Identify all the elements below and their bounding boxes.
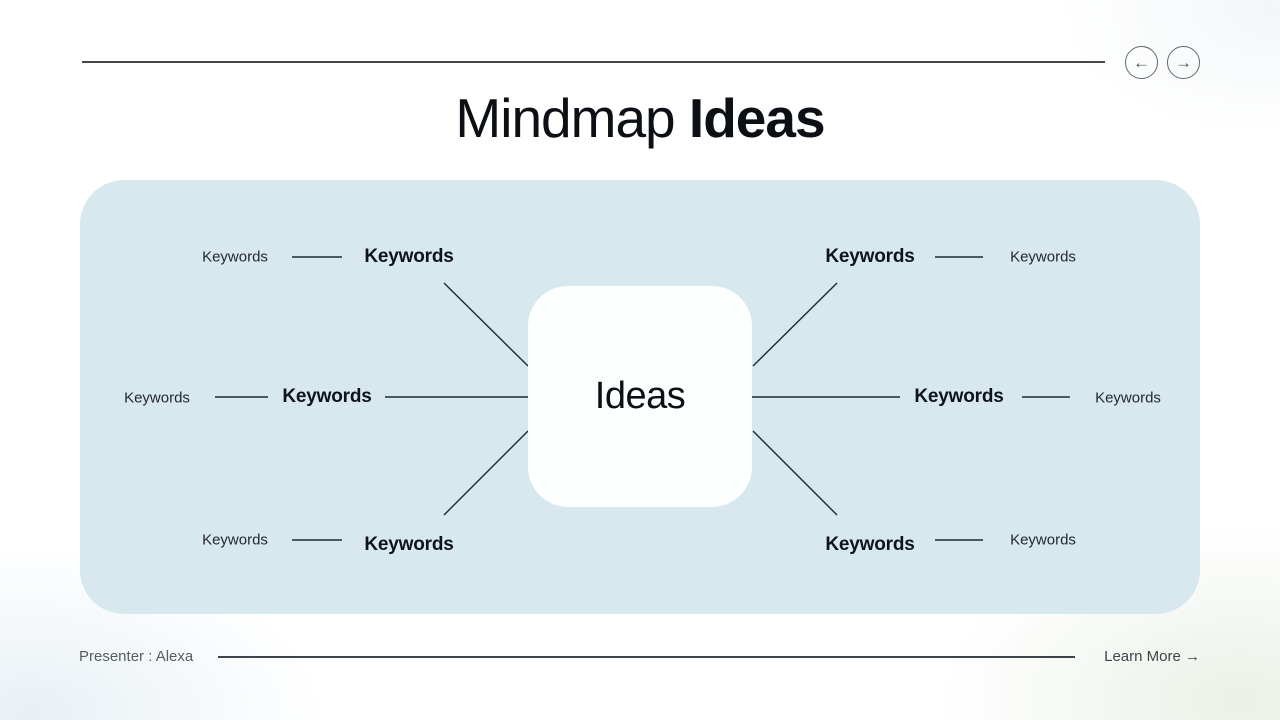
center-node: Ideas (528, 286, 752, 507)
header-rule (82, 61, 1105, 63)
branch-sub-label-right-top: Keywords (1010, 248, 1076, 266)
branch-main-label-left-bottom: Keywords (364, 534, 454, 555)
learn-more-link[interactable]: Learn More → (1104, 648, 1200, 665)
branch-main-label-left-middle: Keywords (282, 386, 372, 407)
arrow-left-icon: ← (1133, 53, 1150, 72)
presenter-label: Presenter : Alexa (79, 648, 194, 665)
branch-sub-label-left-bottom: Keywords (202, 531, 268, 549)
connector-line (752, 430, 838, 516)
connector-line (443, 430, 529, 516)
next-slide-button[interactable]: → (1167, 46, 1200, 79)
connector-line (443, 282, 529, 367)
branch-main-label-right-bottom: Keywords (825, 534, 915, 555)
title-bold-part: Ideas (688, 87, 826, 149)
mindmap-panel: Ideas Keywords Keywords Keywords Keyword… (80, 180, 1200, 614)
title-regular-part: Mindmap (455, 87, 675, 149)
branch-main-label-right-top: Keywords (825, 246, 915, 267)
center-node-label: Ideas (594, 375, 686, 417)
branch-sub-label-left-top: Keywords (202, 248, 268, 266)
connector-line (752, 282, 838, 367)
branch-sub-label-left-middle: Keywords (124, 389, 190, 407)
branch-main-label-left-top: Keywords (364, 246, 454, 267)
branch-sub-label-right-middle: Keywords (1095, 389, 1161, 407)
previous-slide-button[interactable]: ← (1125, 46, 1158, 79)
branch-sub-label-right-bottom: Keywords (1010, 531, 1076, 549)
footer-rule (218, 656, 1075, 658)
arrow-right-icon: → (1175, 53, 1192, 72)
page-title: Mindmap Ideas (0, 86, 1280, 150)
branch-main-label-right-middle: Keywords (914, 386, 1004, 407)
